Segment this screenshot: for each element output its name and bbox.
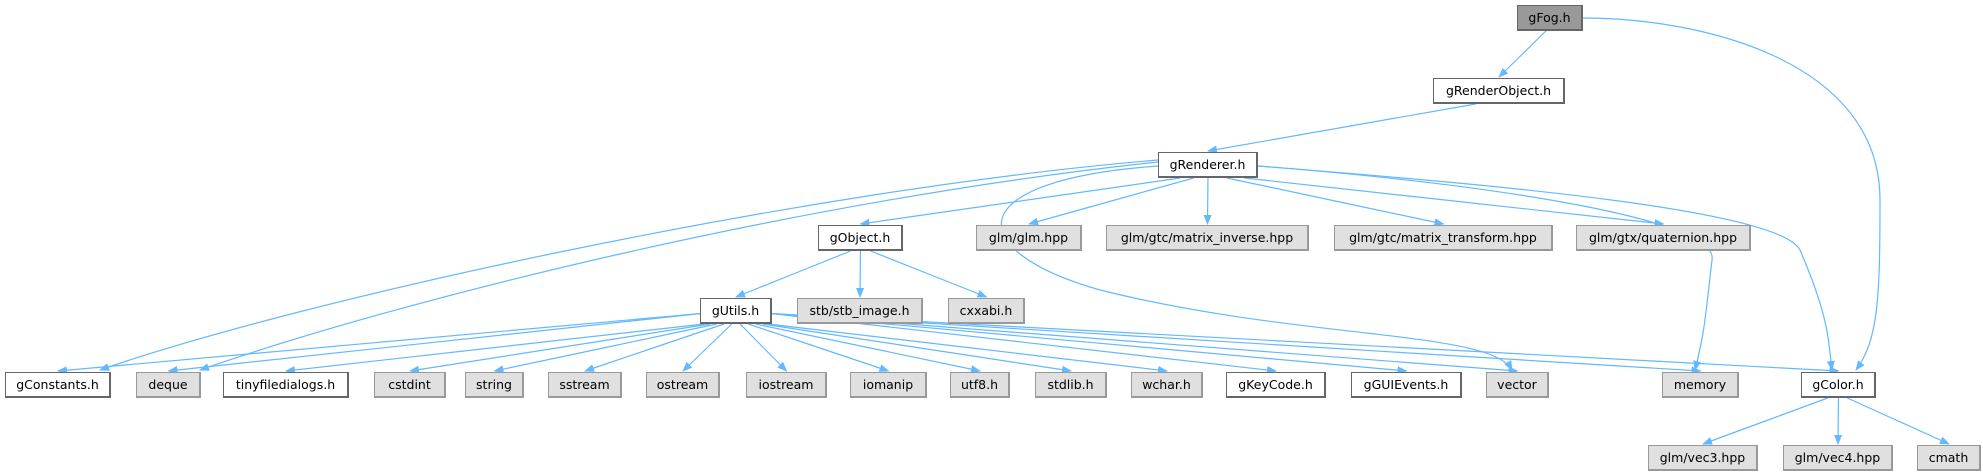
node-label: deque [148,377,188,392]
node-label: vector [1497,377,1537,392]
edge-gfog-to-gcolor [1582,17,1881,371]
node-ostream[interactable]: ostream [646,372,720,398]
edge-gutils-to-gconstants [57,313,701,375]
edge-gutils-to-deque [167,313,701,375]
node-label: string [476,377,512,392]
node-tinyfd[interactable]: tinyfiledialogs.h [223,372,349,398]
edge-grenderer-to-vector [1000,165,1513,371]
node-label: ostream [656,377,709,392]
node-cstdint[interactable]: cstdint [374,372,446,398]
edge-gutils-to-iomanip [748,323,890,372]
node-label: gKeyCode.h [1238,377,1313,392]
edge-gutils-to-stdlib [762,323,1072,374]
node-label: cmath [1928,450,1969,465]
node-memory[interactable]: memory [1662,372,1739,398]
node-gguievents[interactable]: gGUIEvents.h [1351,372,1462,398]
node-label: cstdint [388,377,431,392]
edge-gcolor-to-cmath [1847,397,1950,445]
node-label: wchar.h [1142,377,1191,392]
node-gfog: gFog.h [1517,5,1583,31]
edge-grenderer-to-deque [199,161,1159,371]
edge-gutils-to-string [493,323,717,374]
node-deque[interactable]: deque [136,372,201,398]
node-grenderobject[interactable]: gRenderObject.h [1433,78,1565,104]
node-label: stb/stb_image.h [809,303,910,318]
node-label: sstream [559,377,610,392]
edge-grenderer-to-gcolor [1257,165,1835,371]
node-label: glm/gtc/matrix_inverse.hpp [1120,230,1294,245]
node-wchar[interactable]: wchar.h [1131,372,1203,398]
edge-grenderobject-to-grenderer [1207,103,1476,154]
node-string[interactable]: string [465,372,524,398]
edge-grenderer-to-glm [1028,177,1194,226]
node-gobject[interactable]: gObject.h [818,225,903,251]
node-utf8[interactable]: utf8.h [950,372,1010,398]
node-gkeycode[interactable]: gKeyCode.h [1226,372,1326,398]
edge-grenderer-to-gobject [859,177,1181,227]
node-label: iomanip [862,377,914,392]
edge-grenderer-to-quat [1244,177,1665,227]
edge-gfog-to-grenderobject [1498,30,1547,78]
node-vec4[interactable]: glm/vec4.hpp [1783,445,1893,471]
node-label: glm/glm.hpp [988,230,1069,245]
node-cxxabi[interactable]: cxxabi.h [948,298,1025,324]
node-vec3[interactable]: glm/vec3.hpp [1648,445,1758,471]
edge-gutils-to-tinyfd [285,323,705,374]
node-label: gRenderObject.h [1445,83,1552,98]
node-label: gRenderer.h [1169,157,1246,172]
node-label: gConstants.h [16,377,99,392]
node-stb[interactable]: stb/stb_image.h [797,298,923,324]
edge-gutils-to-utf8 [755,323,981,374]
node-glm[interactable]: glm/glm.hpp [976,225,1082,251]
node-label: glm/vec4.hpp [1794,450,1881,465]
node-stdlib[interactable]: stdlib.h [1035,372,1107,398]
edge-gutils-to-ostream [682,323,733,372]
node-mattrans[interactable]: glm/gtc/matrix_transform.hpp [1334,225,1553,251]
node-quat[interactable]: glm/gtx/quaternion.hpp [1576,225,1751,251]
node-label: gColor.h [1812,377,1864,392]
node-grenderer[interactable]: gRenderer.h [1158,152,1258,178]
edge-gcolor-to-vec3 [1702,397,1828,445]
node-iostream[interactable]: iostream [746,372,827,398]
node-label: utf8.h [960,377,999,392]
node-vector[interactable]: vector [1486,372,1549,398]
edge-grenderer-to-mattrans [1226,177,1445,227]
edge-gobject-to-gutils [735,250,851,298]
edge-gutils-to-wchar [767,323,1168,374]
node-iomanip[interactable]: iomanip [850,372,927,398]
node-label: gObject.h [829,230,891,245]
edge-gutils-to-sstream [584,323,725,372]
node-matinv[interactable]: glm/gtc/matrix_inverse.hpp [1106,225,1309,251]
edge-gutils-to-iostream [739,323,788,372]
node-cmath[interactable]: cmath [1917,445,1981,471]
node-gcolor[interactable]: gColor.h [1801,372,1876,398]
node-label: gFog.h [1528,10,1571,25]
edge-grenderer-to-gconstants [99,159,1159,371]
node-gutils[interactable]: gUtils.h [700,298,772,324]
node-label: iostream [758,377,814,392]
node-label: stdlib.h [1047,377,1094,392]
edge-gobject-to-cxxabi [870,250,988,298]
node-label: glm/vec3.hpp [1659,450,1746,465]
node-gconstants[interactable]: gConstants.h [5,372,111,398]
node-label: tinyfiledialogs.h [235,377,336,392]
node-label: gGUIEvents.h [1363,377,1449,392]
node-label: memory [1673,377,1727,392]
node-label: cxxabi.h [959,303,1013,318]
edge-grenderer-to-memory [1257,165,1713,371]
node-label: glm/gtc/matrix_transform.hpp [1349,230,1537,245]
edge-gutils-to-cstdint [409,323,711,374]
node-sstream[interactable]: sstream [548,372,622,398]
node-label: gUtils.h [711,303,760,318]
node-label: glm/gtx/quaternion.hpp [1589,230,1737,245]
